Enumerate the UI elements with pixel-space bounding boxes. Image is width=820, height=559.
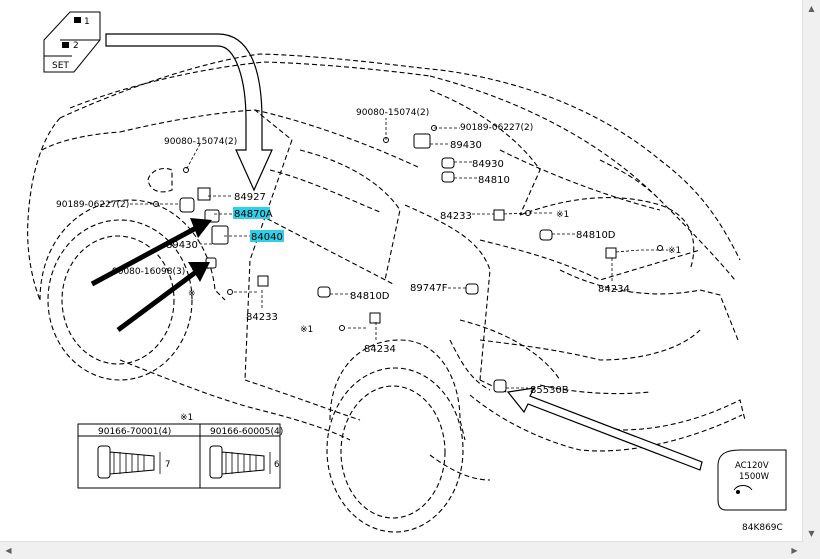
label-84233-left: 84233 bbox=[246, 312, 278, 323]
label-90080-15074-left: 90080-15074(2) bbox=[164, 137, 237, 147]
figure-code: 84K869C bbox=[742, 523, 783, 533]
label-84810d-mid: 84810D bbox=[350, 291, 390, 302]
fastener-table: ※1 90166-70001(4) 90166-60005(4) 7 6 bbox=[77, 413, 283, 489]
label-84234-mid: 84234 bbox=[364, 344, 396, 355]
vertical-scrollbar[interactable]: ▲ ▼ bbox=[802, 0, 820, 542]
note-mark-right-2: ※1 bbox=[668, 246, 681, 256]
horizontal-scrollbar[interactable]: ◀ ▶ bbox=[0, 541, 803, 559]
label-84927: 84927 bbox=[234, 192, 266, 203]
note-mark-right-1: ※1 bbox=[556, 210, 569, 220]
note-mark-mid: ※1 bbox=[300, 325, 313, 335]
scroll-down-icon: ▼ bbox=[808, 529, 815, 538]
label-84040: 84040 bbox=[251, 232, 283, 243]
scroll-right-icon: ▶ bbox=[791, 546, 798, 555]
label-89430-left: 89430 bbox=[166, 240, 198, 251]
switch-panel-icon: 1 2 SET bbox=[43, 11, 101, 73]
scroll-down-button[interactable]: ▼ bbox=[803, 525, 820, 542]
label-84234-right: 84234 bbox=[598, 284, 630, 295]
label-90189-06227-top: 90189-06227(2) bbox=[460, 123, 533, 133]
scroll-up-button[interactable]: ▲ bbox=[803, 0, 820, 17]
bolt-icon: 7 bbox=[97, 445, 170, 479]
note-mark-left: ※ bbox=[188, 289, 196, 299]
pointer-arrows-black bbox=[90, 218, 212, 333]
label-90080-15074-top: 90080-15074(2) bbox=[356, 108, 429, 118]
pointer-arrow-bottom bbox=[506, 387, 703, 471]
inset-line2: 1500W bbox=[739, 472, 770, 482]
part-symbols bbox=[153, 125, 663, 393]
pointer-arrow-top bbox=[105, 33, 273, 192]
bolt-icon: 6 bbox=[209, 445, 279, 479]
highlight-84040 bbox=[250, 230, 284, 242]
bolt-2-dim: 6 bbox=[274, 460, 279, 470]
switch-1-label: 1 bbox=[84, 17, 90, 27]
outlet-icon bbox=[733, 485, 753, 494]
scrollbar-corner bbox=[803, 542, 820, 559]
parts-diagram: 1 2 SET bbox=[27, 11, 787, 533]
label-90189-06227-left: 90189-06227(2) bbox=[56, 200, 129, 210]
scroll-left-icon: ◀ bbox=[5, 546, 12, 555]
inset-line1: AC120V bbox=[735, 461, 769, 471]
label-84810d-right: 84810D bbox=[576, 230, 616, 241]
highlight-84870a bbox=[233, 207, 270, 219]
label-84233-right: 84233 bbox=[440, 211, 472, 222]
vehicle-outline bbox=[27, 53, 746, 533]
label-84810-top: 84810 bbox=[478, 175, 510, 186]
callout-labels: 90080-15074(2) 90189-06227(2) 84927 8487… bbox=[56, 108, 681, 396]
scroll-left-button[interactable]: ◀ bbox=[0, 542, 17, 559]
label-84930: 84930 bbox=[472, 159, 504, 170]
label-90080-16098: 90080-16098(3) bbox=[112, 267, 185, 277]
label-89747f: 89747F bbox=[410, 283, 448, 294]
scroll-up-icon: ▲ bbox=[808, 4, 815, 13]
set-label: SET bbox=[52, 61, 69, 71]
switch-2-label: 2 bbox=[73, 41, 79, 51]
table-col-2: 90166-60005(4) bbox=[210, 427, 283, 437]
bolt-1-dim: 7 bbox=[165, 460, 170, 470]
table-col-1: 90166-70001(4) bbox=[98, 427, 171, 437]
label-89430-top: 89430 bbox=[450, 140, 482, 151]
scroll-right-button[interactable]: ▶ bbox=[786, 542, 803, 559]
table-mark: ※1 bbox=[180, 413, 193, 423]
label-85530b: 85530B bbox=[530, 385, 569, 396]
ac-outlet-inset: AC120V 1500W bbox=[717, 449, 787, 511]
label-84870a: 84870A bbox=[234, 209, 273, 220]
